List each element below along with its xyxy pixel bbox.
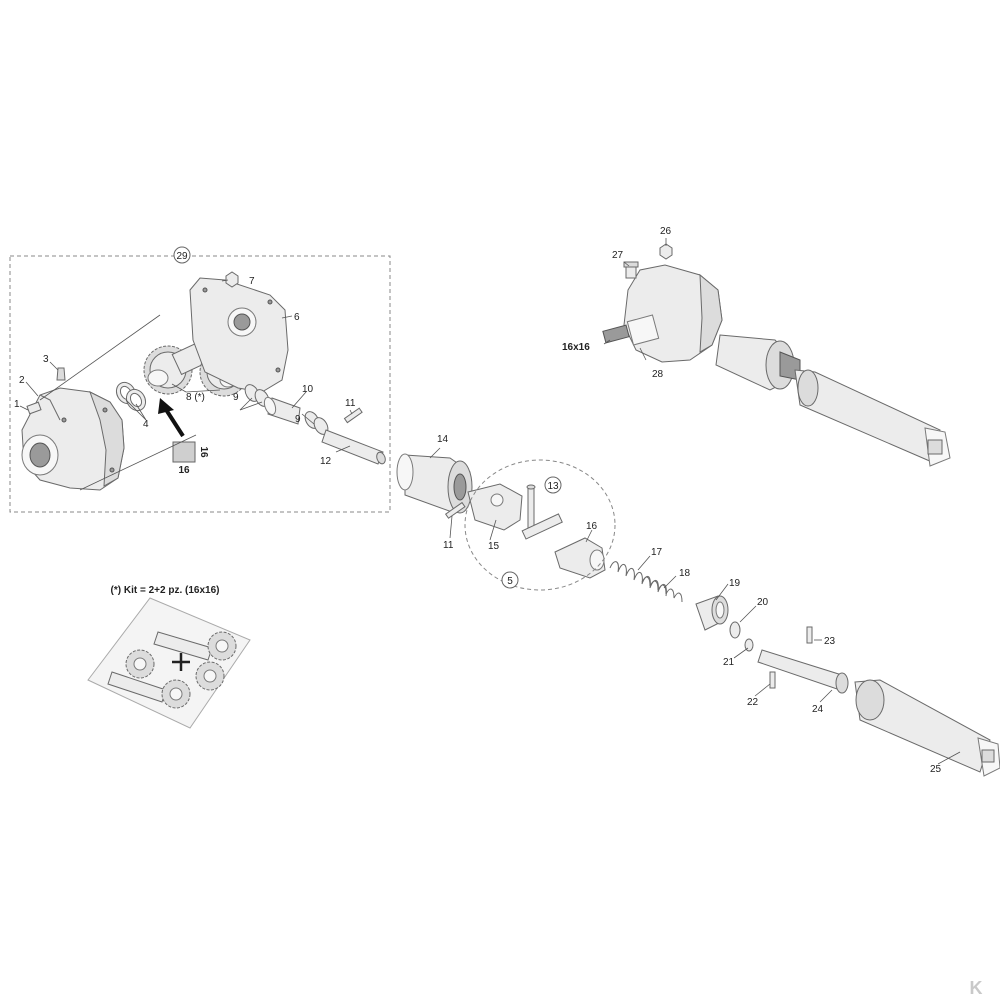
shaft-part-12 — [321, 429, 386, 465]
label-9a: 9 — [233, 392, 239, 403]
pin-part-11-lower — [444, 501, 466, 519]
clutch-housing-part-14 — [396, 453, 473, 514]
label-22: 22 — [747, 697, 759, 708]
label-17: 17 — [651, 547, 663, 558]
leader-lines-group-29 — [19, 279, 353, 491]
label-8: 8 (*) — [186, 392, 205, 403]
label-4: 4 — [143, 419, 149, 430]
size-box-label-top: 16 — [178, 465, 190, 476]
label-2: 2 — [19, 375, 25, 386]
label-19: 19 — [729, 578, 741, 589]
label-1: 1 — [14, 399, 20, 410]
shaft-part-24 — [757, 649, 849, 694]
sleeve-part-19 — [695, 595, 729, 631]
label-15: 15 — [488, 541, 500, 552]
label-16: 16 — [586, 521, 598, 532]
label-26: 26 — [660, 226, 672, 237]
label-11b: 11 — [443, 540, 454, 551]
label-6: 6 — [294, 312, 300, 323]
label-24: 24 — [812, 704, 824, 715]
spring-part-17 — [609, 561, 667, 597]
size-label-16x16: 16x16 — [562, 342, 590, 353]
bolt-part-27 — [623, 261, 639, 279]
label-7: 7 — [249, 276, 255, 287]
lever-part-13 — [521, 484, 563, 540]
kit-note: (*) Kit = 2+2 pz. (16x16) — [111, 585, 220, 596]
yoke-part-16 — [554, 537, 606, 579]
label-25: 25 — [930, 764, 942, 775]
label-11a: 11 — [345, 398, 356, 409]
label-20: 20 — [757, 597, 769, 608]
size-box-label-side: 16 — [198, 446, 209, 458]
pin-part-11-upper — [343, 407, 363, 424]
label-23: 23 — [824, 636, 836, 647]
nut-part-7 — [225, 271, 239, 288]
kit-bag-illustration — [87, 597, 251, 729]
tube-part-25 — [854, 679, 1000, 777]
washers-part-9 — [244, 384, 329, 435]
square-profile-indicator — [158, 398, 196, 463]
seal-rings-part-4 — [115, 381, 147, 412]
circlip-part-20 — [729, 621, 741, 639]
ring-part-21 — [744, 638, 754, 652]
pin-part-22 — [769, 671, 776, 689]
leader-lines-lower — [429, 447, 961, 765]
assembly-group-box — [9, 255, 391, 513]
assembly-group-29: 29 — [9, 246, 391, 513]
gearbox-housing-left — [21, 387, 125, 491]
grease-nipple-part-3 — [56, 367, 66, 381]
callout-circle-29 — [173, 246, 191, 264]
label-29: 29 — [176, 251, 188, 262]
label-5: 5 — [507, 576, 513, 587]
label-14: 14 — [437, 434, 449, 445]
label-3: 3 — [43, 354, 49, 365]
gearbox-housing-right — [189, 277, 289, 393]
leader-lines-assembly-28 — [603, 238, 667, 361]
pin-part-23 — [806, 626, 813, 644]
label-12: 12 — [320, 456, 332, 467]
label-10: 10 — [302, 384, 314, 395]
label-21: 21 — [723, 657, 735, 668]
label-13: 13 — [547, 481, 559, 492]
brand-logo: K — [956, 978, 996, 998]
nut-part-26 — [659, 243, 673, 260]
assembly-group-5 — [464, 459, 616, 591]
spring-part-18 — [641, 576, 683, 603]
label-27: 27 — [612, 250, 624, 261]
label-18: 18 — [679, 568, 691, 579]
gearbox-assembly-part-28 — [602, 264, 951, 467]
yoke-part-15 — [467, 483, 523, 531]
brand-logo-letter: K — [970, 978, 983, 998]
label-9b: 9 — [295, 414, 301, 425]
label-28: 28 — [652, 369, 664, 380]
bolt-part-1 — [26, 401, 42, 415]
bushing-part-10 — [263, 396, 301, 425]
